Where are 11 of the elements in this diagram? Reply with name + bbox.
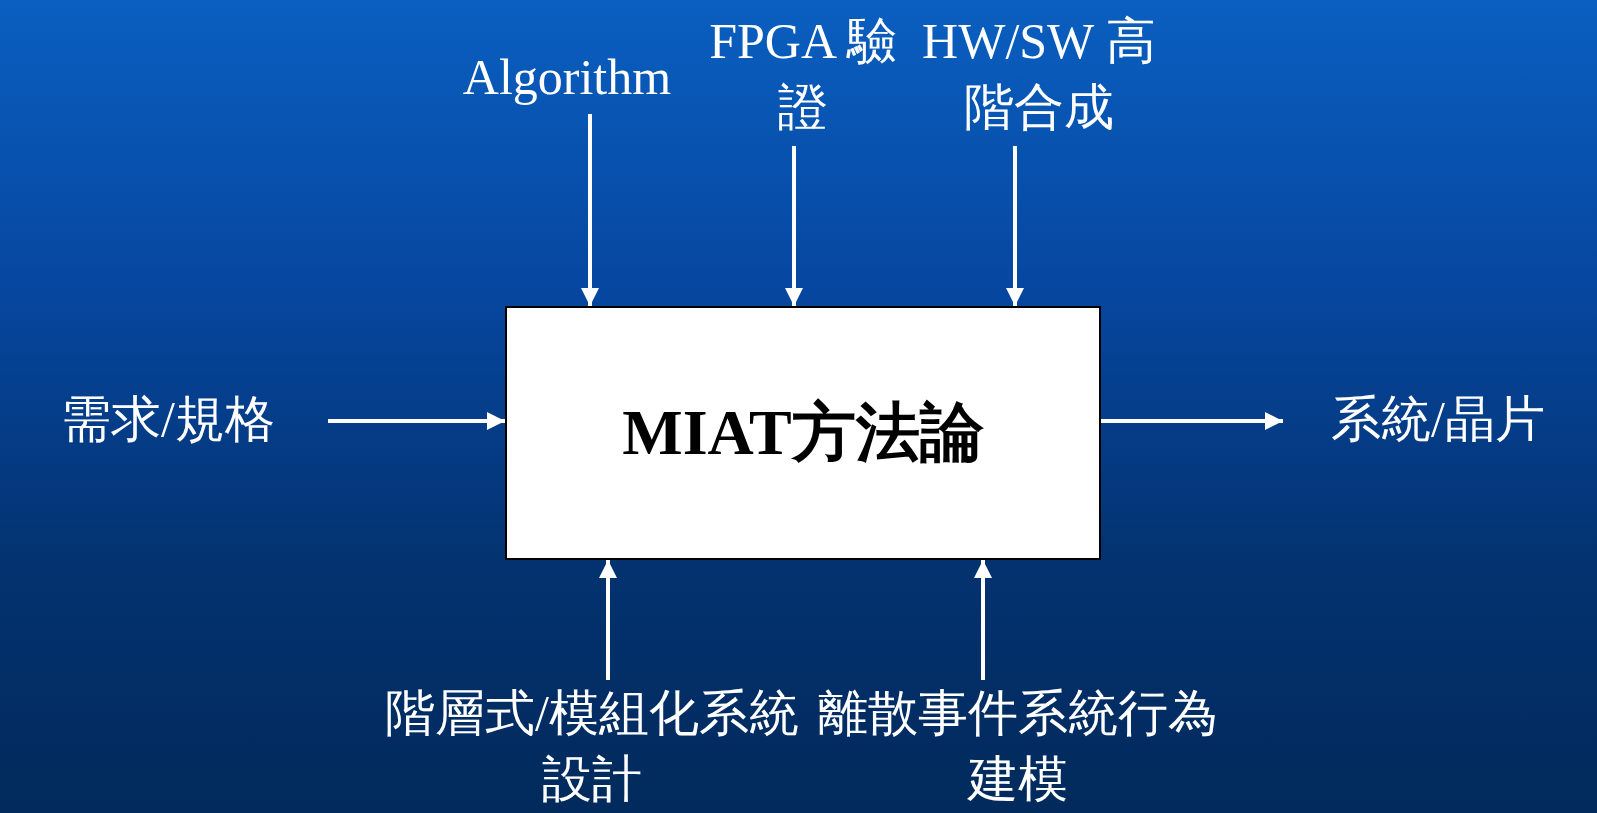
output-label: 系統/晶片 <box>1283 386 1593 456</box>
arrow <box>599 560 617 680</box>
process-box: MIAT方法論 <box>505 306 1101 560</box>
arrow <box>974 560 992 680</box>
arrow <box>785 146 803 306</box>
arrow <box>581 114 599 306</box>
input-label: Algorithm <box>440 44 694 114</box>
arrow <box>1101 412 1283 430</box>
arrow <box>328 412 505 430</box>
input-label: 需求/規格 <box>8 386 328 456</box>
arrow <box>1006 146 1024 306</box>
